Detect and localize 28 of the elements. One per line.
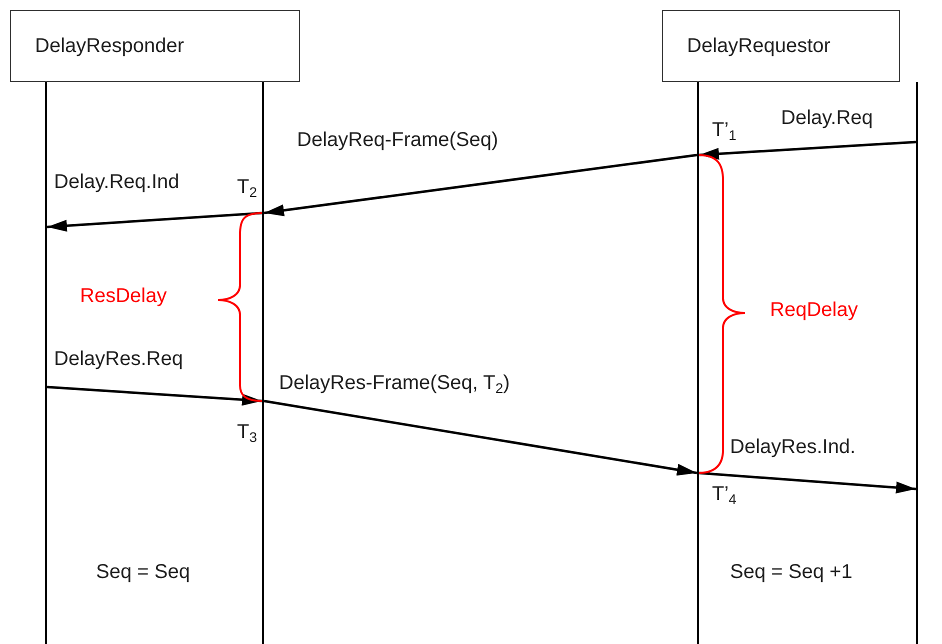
- message-arrow: [698, 472, 916, 494]
- message-arrow: [264, 154, 698, 216]
- message-arrow: [46, 212, 262, 232]
- timestamp-label: T’$_{4}$: [712, 482, 736, 508]
- message-label: DelayReq-Frame(Seq): [297, 128, 498, 152]
- participant-box: [662, 10, 900, 82]
- message-label: DelayRes-Frame(Seq, T$_{2}$): [279, 371, 510, 397]
- message-label: Delay.Req.Ind: [54, 170, 180, 194]
- message-label: Delay.Req: [781, 106, 873, 130]
- sequence-note: Seq = Seq: [96, 560, 190, 584]
- participant-name: DelayRequestor: [686, 34, 830, 58]
- delay-label: ReqDelay: [770, 298, 858, 322]
- timestamp-label: T’$_{1}$: [712, 118, 736, 144]
- delay-label: ResDelay: [80, 284, 167, 308]
- message-arrow: [698, 140, 916, 160]
- message-arrow: [46, 386, 262, 406]
- timestamp-label: T$_{2}$: [237, 175, 258, 201]
- participant-name: DelayResponder: [34, 34, 184, 58]
- message-label: DelayRes.Ind.: [730, 435, 856, 459]
- participant-box: [10, 10, 300, 82]
- lifeline: [697, 82, 699, 644]
- lifeline: [262, 82, 264, 644]
- lifeline: [45, 82, 47, 644]
- message-label: DelayRes.Req: [54, 347, 183, 371]
- sequence-note: Seq = Seq +1: [730, 560, 852, 584]
- message-arrow: [264, 400, 698, 476]
- timestamp-label: T$_{3}$: [237, 420, 258, 446]
- lifeline: [916, 82, 918, 644]
